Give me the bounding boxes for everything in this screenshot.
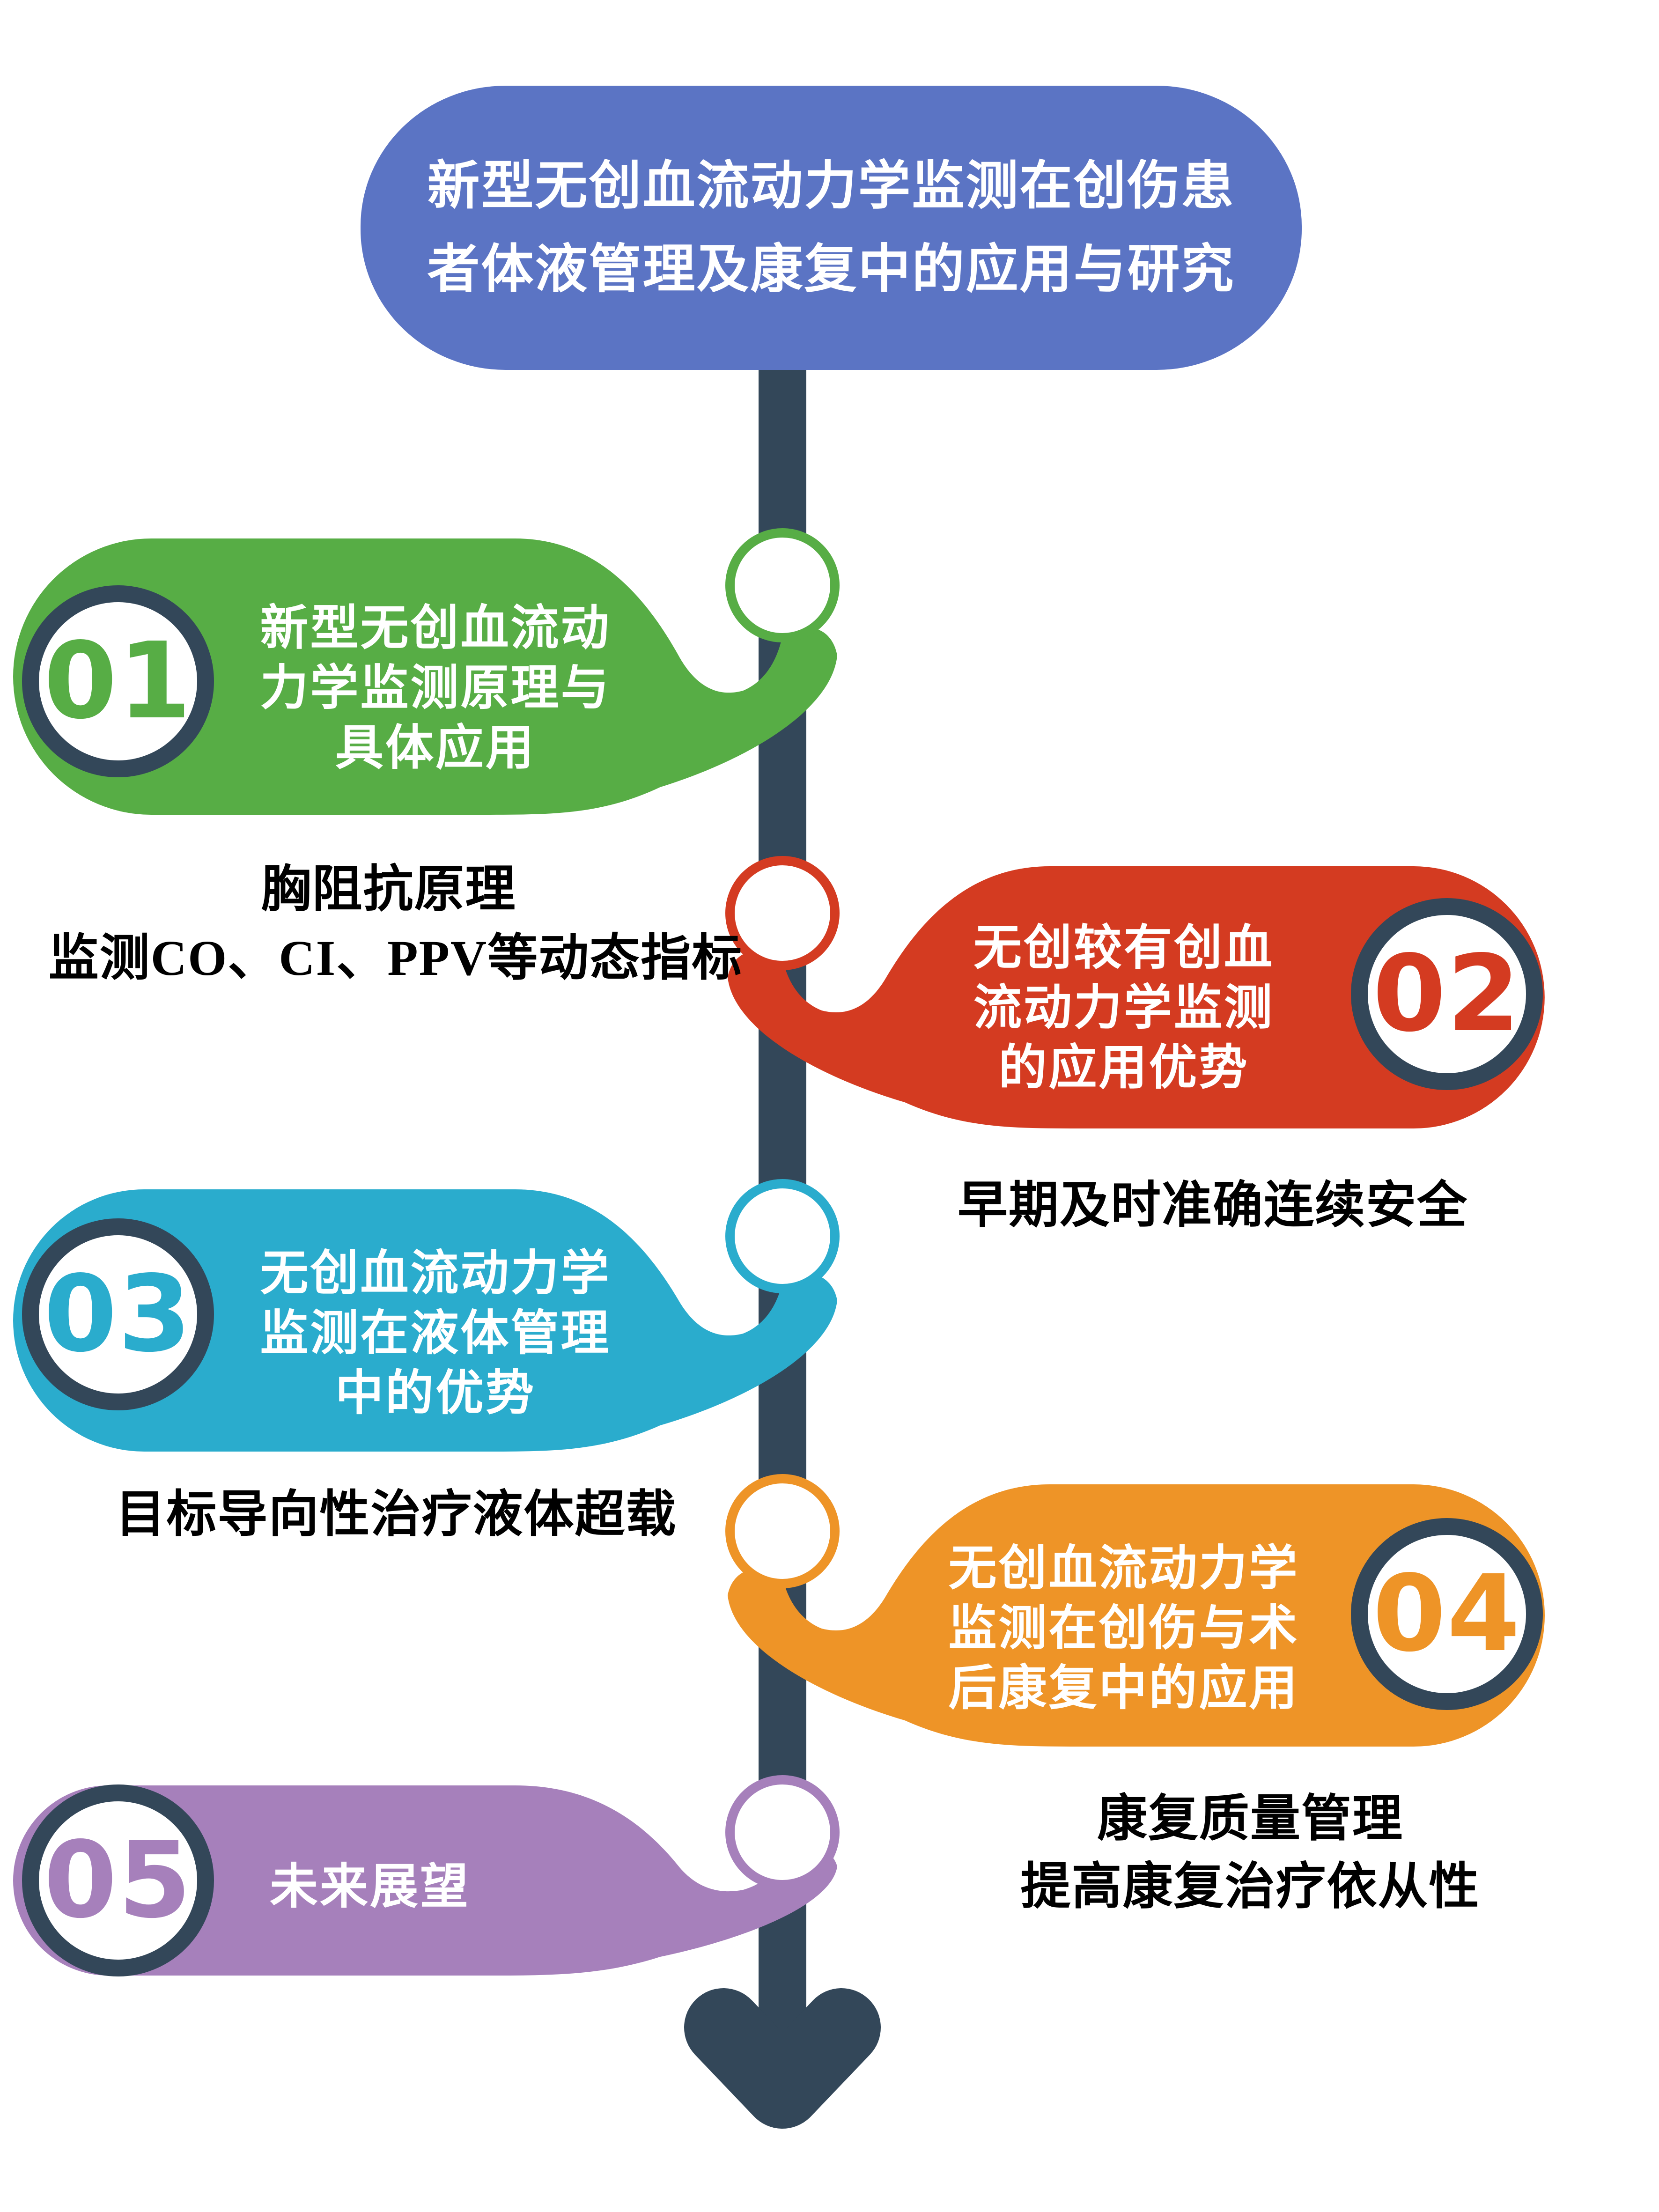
section-04-note-2: 提高康复治疗依从性 [1020,1859,1480,1915]
poster-title-line2: 者体液管理及康复中的应用与研究 [427,240,1235,299]
section-03-badge: 03 [22,1218,214,1410]
section-03-title-line: 监测在液体管理 [260,1307,611,1360]
timeline-node-04 [725,1474,840,1588]
section-02-title-line: 无创较有创血 [973,922,1274,975]
section-02-title: 无创较有创血 流动力学监测 的应用优势 [913,918,1335,1098]
section-02-title-line: 流动力学监测 [973,981,1274,1035]
ribbon-02 [728,866,1545,1128]
section-01-title: 新型无创血流动 力学监测原理与 具体应用 [225,598,646,778]
timeline-node-05 [725,1775,840,1889]
timeline-arrow-icon [684,1988,881,2129]
ribbon-03 [13,1189,837,1452]
section-04-title-line: 无创血流动力学 [948,1542,1299,1595]
section-04-title-line: 后康复中的应用 [948,1662,1299,1715]
poster-title-line1: 新型无创血流动力学监测在创伤患 [427,157,1235,215]
section-01-title-line: 具体应用 [335,722,536,775]
section-02-badge: 02 [1351,898,1543,1090]
section-01-note-2: 监测CO、CI、PPV等动态指标 [48,931,743,986]
section-01-title-line: 力学监测原理与 [260,662,611,715]
poster-title: 新型无创血流动力学监测在创伤患 者体液管理及康复中的应用与研究 [361,86,1302,370]
ribbon-05 [13,1785,837,1976]
section-03-title: 无创血流动力学 监测在液体管理 中的优势 [225,1244,646,1423]
ribbon-04 [728,1484,1545,1747]
section-05-title: 未来展望 [169,1857,571,1917]
ribbon-01 [13,538,837,815]
section-01-title-line: 新型无创血流动 [260,602,611,655]
section-01-badge: 01 [22,585,214,777]
section-02-title-line: 的应用优势 [998,1041,1249,1095]
section-04-badge: 04 [1351,1518,1543,1710]
timeline-node-01 [725,528,840,642]
section-05-title-line: 未来展望 [270,1860,470,1914]
section-02-note-1: 早期及时准确连续安全 [957,1178,1468,1233]
section-04-note-1: 康复质量管理 [1097,1792,1403,1847]
section-03-title-line: 中的优势 [335,1367,536,1420]
section-04-title: 无创血流动力学 监测在创伤与术 后康复中的应用 [913,1539,1335,1718]
section-01-note-1: 胸阻抗原理 [261,862,516,917]
timeline-node-02 [725,856,840,970]
section-03-note-1: 目标导向性治疗液体超载 [115,1487,677,1542]
section-03-title-line: 无创血流动力学 [260,1247,611,1300]
section-04-title-line: 监测在创伤与术 [948,1602,1299,1655]
timeline-node-03 [725,1179,840,1293]
